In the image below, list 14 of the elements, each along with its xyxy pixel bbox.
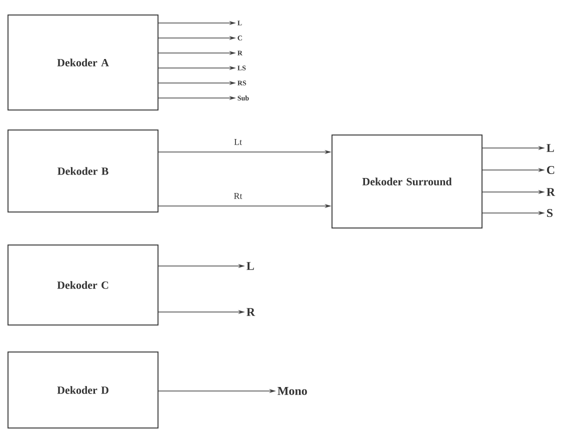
process-box: Dekoder A (8, 14, 158, 110)
output-label: R (546, 188, 556, 196)
output-label: L (246, 262, 254, 270)
edge-label: Lt (233, 138, 243, 146)
process-box: Dekoder B (8, 130, 158, 212)
output-label: Mono (278, 387, 307, 395)
output-label: R (246, 308, 256, 316)
process-box: Dekoder Surround (332, 134, 482, 228)
process-box: Dekoder D (8, 352, 158, 428)
process-box: Dekoder C (8, 244, 158, 326)
output-label: S (547, 208, 553, 218)
edge-label: Rt (232, 192, 244, 200)
output-label: L (546, 144, 554, 152)
output-label: C (547, 166, 554, 174)
